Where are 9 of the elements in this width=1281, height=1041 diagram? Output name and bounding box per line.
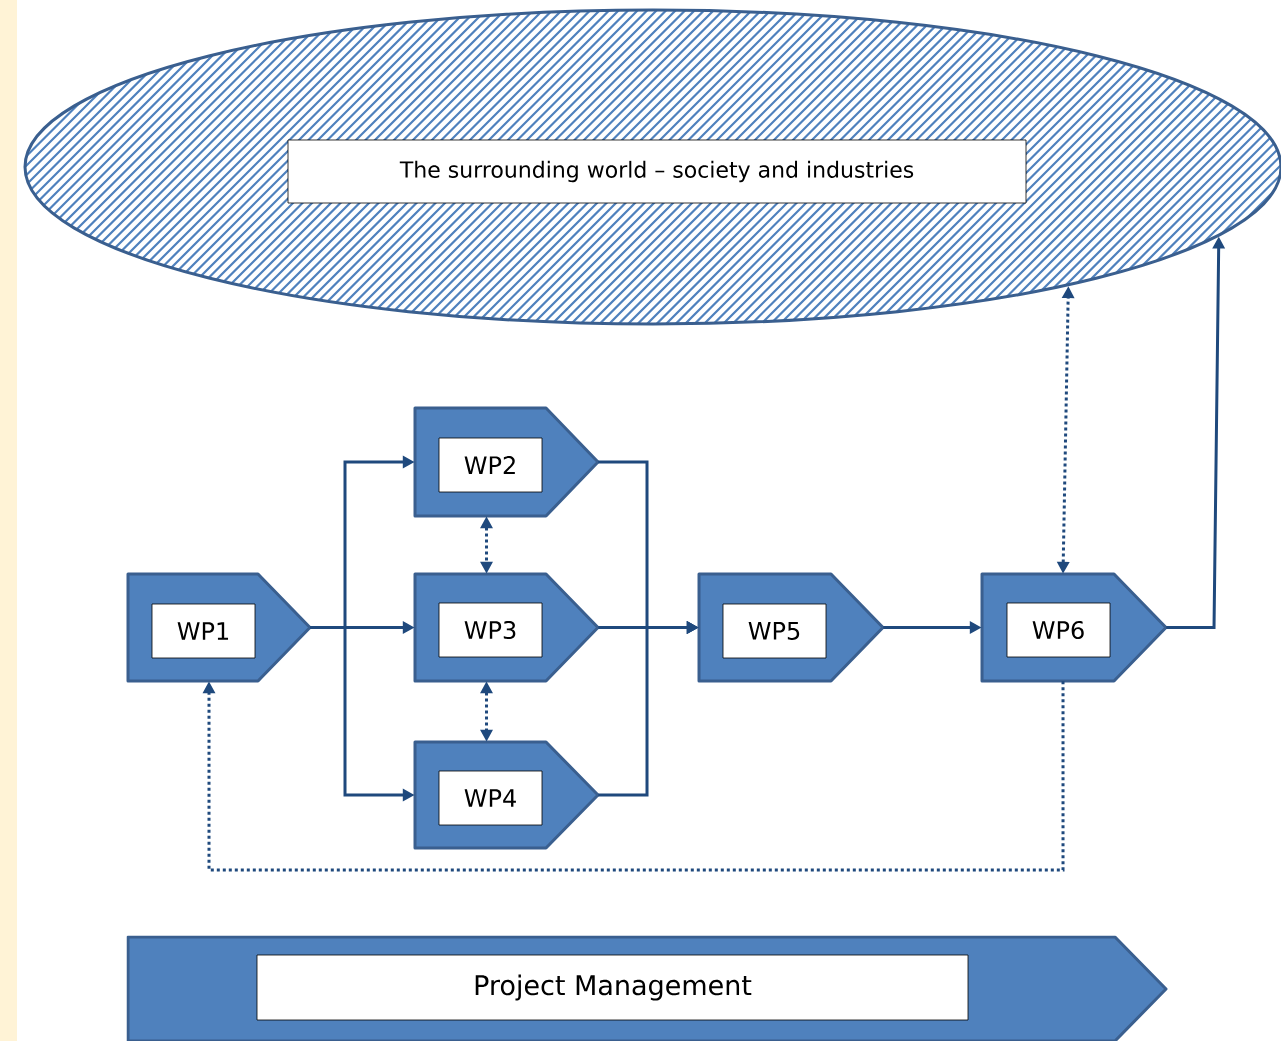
label-box: WP5 (722, 603, 827, 659)
label-box: WP2 (438, 437, 543, 493)
label-box: The surrounding world – society and industries (287, 139, 1027, 204)
label-box: WP1 (151, 603, 256, 659)
label-box: WP3 (438, 602, 543, 658)
label-box: WP4 (438, 770, 543, 826)
dotted-arrow (202, 681, 1065, 872)
label-box: Project Management (256, 954, 969, 1021)
label-box: WP6 (1006, 602, 1111, 658)
